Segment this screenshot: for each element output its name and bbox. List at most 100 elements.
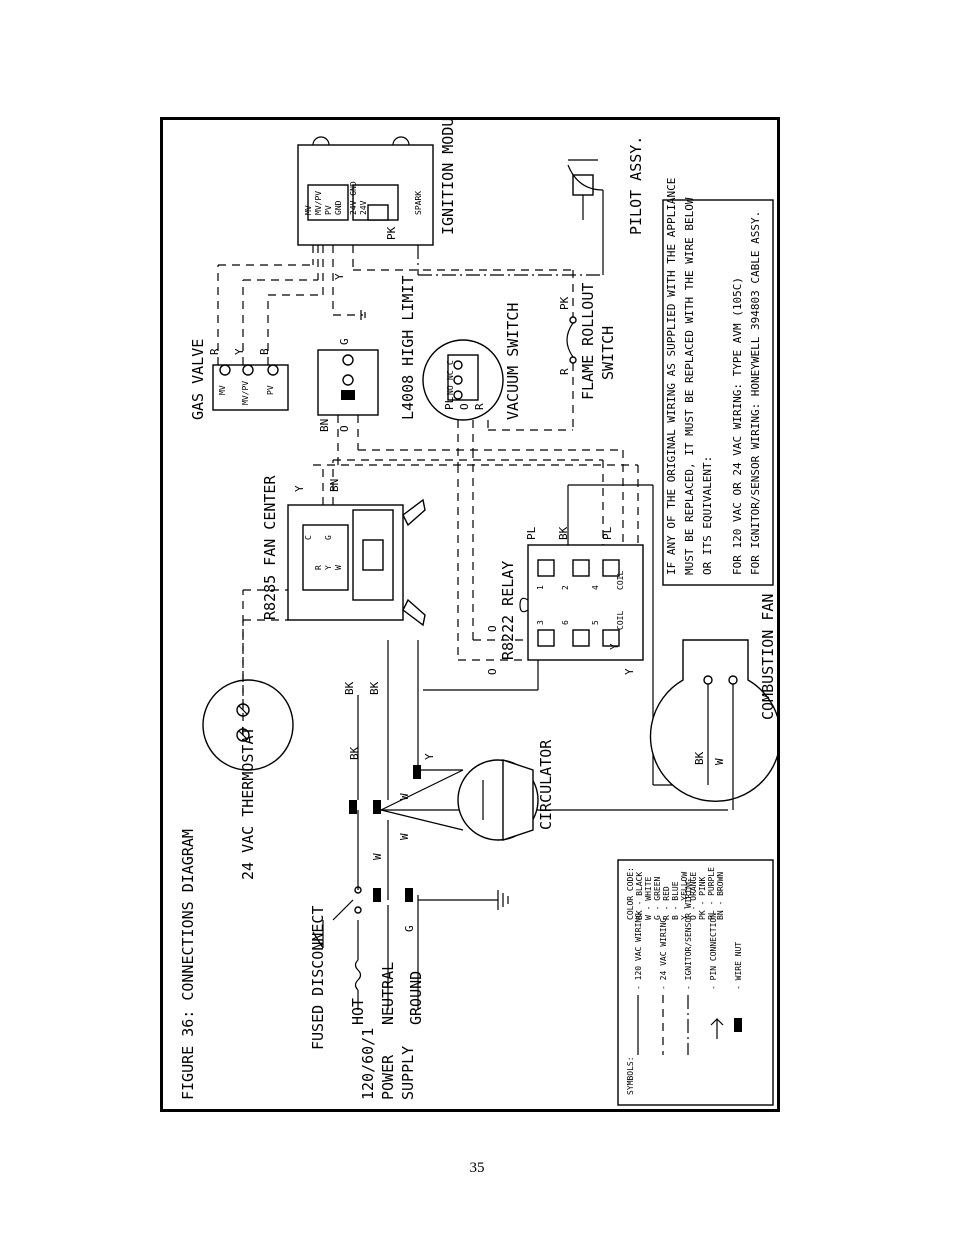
thermostat-label: 24 VAC THERMOSTAT bbox=[239, 726, 257, 880]
wire-label-rl-o2: O bbox=[486, 668, 499, 675]
legend-box bbox=[617, 859, 774, 1106]
svg-text:1: 1 bbox=[536, 585, 545, 590]
pilot-assembly bbox=[567, 159, 604, 275]
combustion-fan-label: COMBUSTION FAN bbox=[759, 594, 777, 720]
wire-label-gv-r: R bbox=[208, 348, 221, 355]
wire-label-ig-y: Y bbox=[333, 273, 346, 280]
fused-disconnect-symbol bbox=[312, 886, 362, 1010]
wire-label-y1: Y bbox=[423, 753, 436, 760]
wire-label-rl-y2: Y bbox=[623, 668, 636, 675]
wire-label-w3: W bbox=[398, 793, 411, 800]
legend-item-120v: - 120 VAC WIRING bbox=[634, 913, 643, 990]
wire-label-fc-y: Y bbox=[293, 485, 306, 492]
svg-text:6: 6 bbox=[561, 620, 570, 625]
svg-text:COIL: COIL bbox=[616, 611, 625, 630]
svg-text:R: R bbox=[314, 565, 323, 570]
combustion-fan bbox=[649, 639, 777, 802]
wire-label-vs-pl: PL bbox=[443, 396, 456, 410]
svg-text:C: C bbox=[304, 535, 313, 540]
power-supply-line2: POWER bbox=[379, 1054, 397, 1100]
wire-label-hl-bn: BN bbox=[318, 419, 331, 432]
wire-label-rl-o1: O bbox=[486, 625, 499, 632]
note-line-5: FOR IGNITOR/SENSOR WIRING: HONEYWELL 394… bbox=[749, 211, 762, 575]
legend-item-wire-nut: - WIRE NUT bbox=[734, 942, 743, 990]
legend-color-list: BK - BLACK W - WHITE G - GREEN R - RED B… bbox=[635, 867, 725, 920]
gas-valve-label: GAS VALVE bbox=[189, 339, 207, 420]
fan-center-label: R8285 FAN CENTER bbox=[261, 475, 279, 620]
note-line-2: MUST BE REPLACED, IT MUST BE REPLACED WI… bbox=[683, 197, 696, 575]
diagram-frame: FIGURE 36: CONNECTIONS DIAGRAM FUSED DIS… bbox=[160, 117, 780, 1112]
vacuum-term-c: C bbox=[446, 360, 455, 365]
legend-color-title: COLOR CODE: bbox=[626, 867, 635, 920]
svg-text:PL - PURPLE: PL - PURPLE bbox=[707, 867, 716, 920]
svg-text:PV: PV bbox=[324, 205, 333, 215]
vacuum-term-nc: NC bbox=[446, 370, 455, 380]
wire-label-hl-o: O bbox=[338, 425, 351, 432]
svg-text:O - ORANGE: O - ORANGE bbox=[689, 872, 698, 920]
wire-nuts bbox=[349, 765, 421, 902]
svg-text:Y: Y bbox=[324, 565, 333, 570]
figure-title: FIGURE 36: CONNECTIONS DIAGRAM bbox=[179, 829, 197, 1100]
fan-center-terminals: R C G Y W bbox=[304, 535, 343, 570]
wire-label-rl-y1: Y bbox=[608, 643, 621, 650]
w-wire-to-circulator-2 bbox=[380, 769, 464, 811]
wire-label-rl-pl2: PL bbox=[601, 526, 614, 540]
svg-text:G - GREEN: G - GREEN bbox=[653, 876, 662, 920]
note-line-1: IF ANY OF THE ORIGINAL WIRING AS SUPPLIE… bbox=[665, 178, 678, 575]
vacuum-term-no: NO bbox=[446, 385, 455, 395]
wire-label-gv-y: Y bbox=[233, 348, 246, 355]
power-supply-line3: SUPPLY bbox=[399, 1046, 417, 1100]
relay-label: R8222 RELAY bbox=[499, 561, 517, 660]
gas-valve bbox=[212, 364, 289, 411]
svg-text:3: 3 bbox=[536, 620, 545, 625]
svg-text:24V: 24V bbox=[359, 200, 368, 215]
wire-label-rl-pl1: PL bbox=[525, 526, 538, 540]
relay bbox=[519, 544, 644, 661]
legend-item-24v: - 24 VAC WIRING bbox=[659, 918, 668, 990]
svg-text:G: G bbox=[324, 535, 333, 540]
gas-valve-term-mvpv: MV/PV bbox=[241, 381, 250, 405]
svg-text:MV: MV bbox=[304, 205, 313, 215]
legend-item-pin: - PIN CONNECTION bbox=[709, 913, 718, 990]
legend-symbols-title: SYMBOLS: bbox=[626, 1056, 635, 1095]
svg-text:COIL: COIL bbox=[616, 571, 625, 590]
flame-rollout-label: FLAME ROLLOUT bbox=[579, 283, 597, 400]
relay-terminal-labels: 1 2 3 4 5 6 COIL COIL bbox=[536, 571, 625, 630]
wire-label-cf-w: W bbox=[713, 758, 726, 765]
ignition-terminal-labels: MV MV/PV PV GND 24V GND 24V SPARK bbox=[304, 181, 423, 215]
gas-valve-term-mv: MV bbox=[218, 385, 227, 395]
wire-label-fc-bk1: BK bbox=[348, 746, 361, 760]
svg-text:BN - BROWN: BN - BROWN bbox=[716, 872, 725, 920]
wire-label-fc-bk3: BK bbox=[368, 681, 381, 695]
high-limit bbox=[317, 349, 379, 416]
connections-diagram: FIGURE 36: CONNECTIONS DIAGRAM FUSED DIS… bbox=[179, 120, 777, 1106]
legend-item-ignitor: - IGNITOR/SENSOR WIRING bbox=[684, 879, 693, 990]
wire-label-g: G bbox=[403, 925, 416, 932]
wire-label-w1: W bbox=[371, 853, 384, 860]
ground-label: GROUND bbox=[407, 971, 425, 1025]
pilot-label: PILOT ASSY. bbox=[627, 136, 645, 235]
wire-label-rl-bk: BK bbox=[557, 526, 570, 540]
svg-text:GND: GND bbox=[334, 200, 343, 215]
circulator-label: CIRCULATOR bbox=[537, 739, 555, 830]
wire-label-vs-o: O bbox=[458, 403, 471, 410]
note-line-4: FOR 120 VAC OR 24 VAC WIRING: TYPE AVM (… bbox=[731, 277, 744, 575]
svg-text:SPARK: SPARK bbox=[414, 191, 423, 215]
vacuum-switch bbox=[422, 339, 504, 421]
wire-label-w2: W bbox=[398, 833, 411, 840]
svg-text:BK - BLACK: BK - BLACK bbox=[635, 872, 644, 920]
high-limit-label: L4008 HIGH LIMIT bbox=[399, 276, 417, 421]
note-line-3: OR ITS EQUIVALENT: bbox=[701, 456, 714, 575]
power-supply-line1: 120/60/1 bbox=[359, 1028, 377, 1100]
ig-ground-symbol bbox=[360, 310, 366, 320]
fan-center bbox=[287, 498, 426, 627]
ground-symbol bbox=[418, 890, 509, 910]
svg-text:PK - PINK: PK - PINK bbox=[698, 876, 707, 920]
svg-text:24V GND: 24V GND bbox=[349, 181, 358, 215]
wire-label-fr-r: R bbox=[558, 368, 571, 375]
ignition-module-label: IGNITION MODULE bbox=[439, 120, 457, 235]
wire-label-fc-bk2: BK bbox=[343, 681, 356, 695]
w-wire-to-circulator bbox=[380, 809, 464, 831]
svg-text:4: 4 bbox=[591, 585, 600, 590]
svg-text:MV/PV: MV/PV bbox=[314, 191, 323, 215]
